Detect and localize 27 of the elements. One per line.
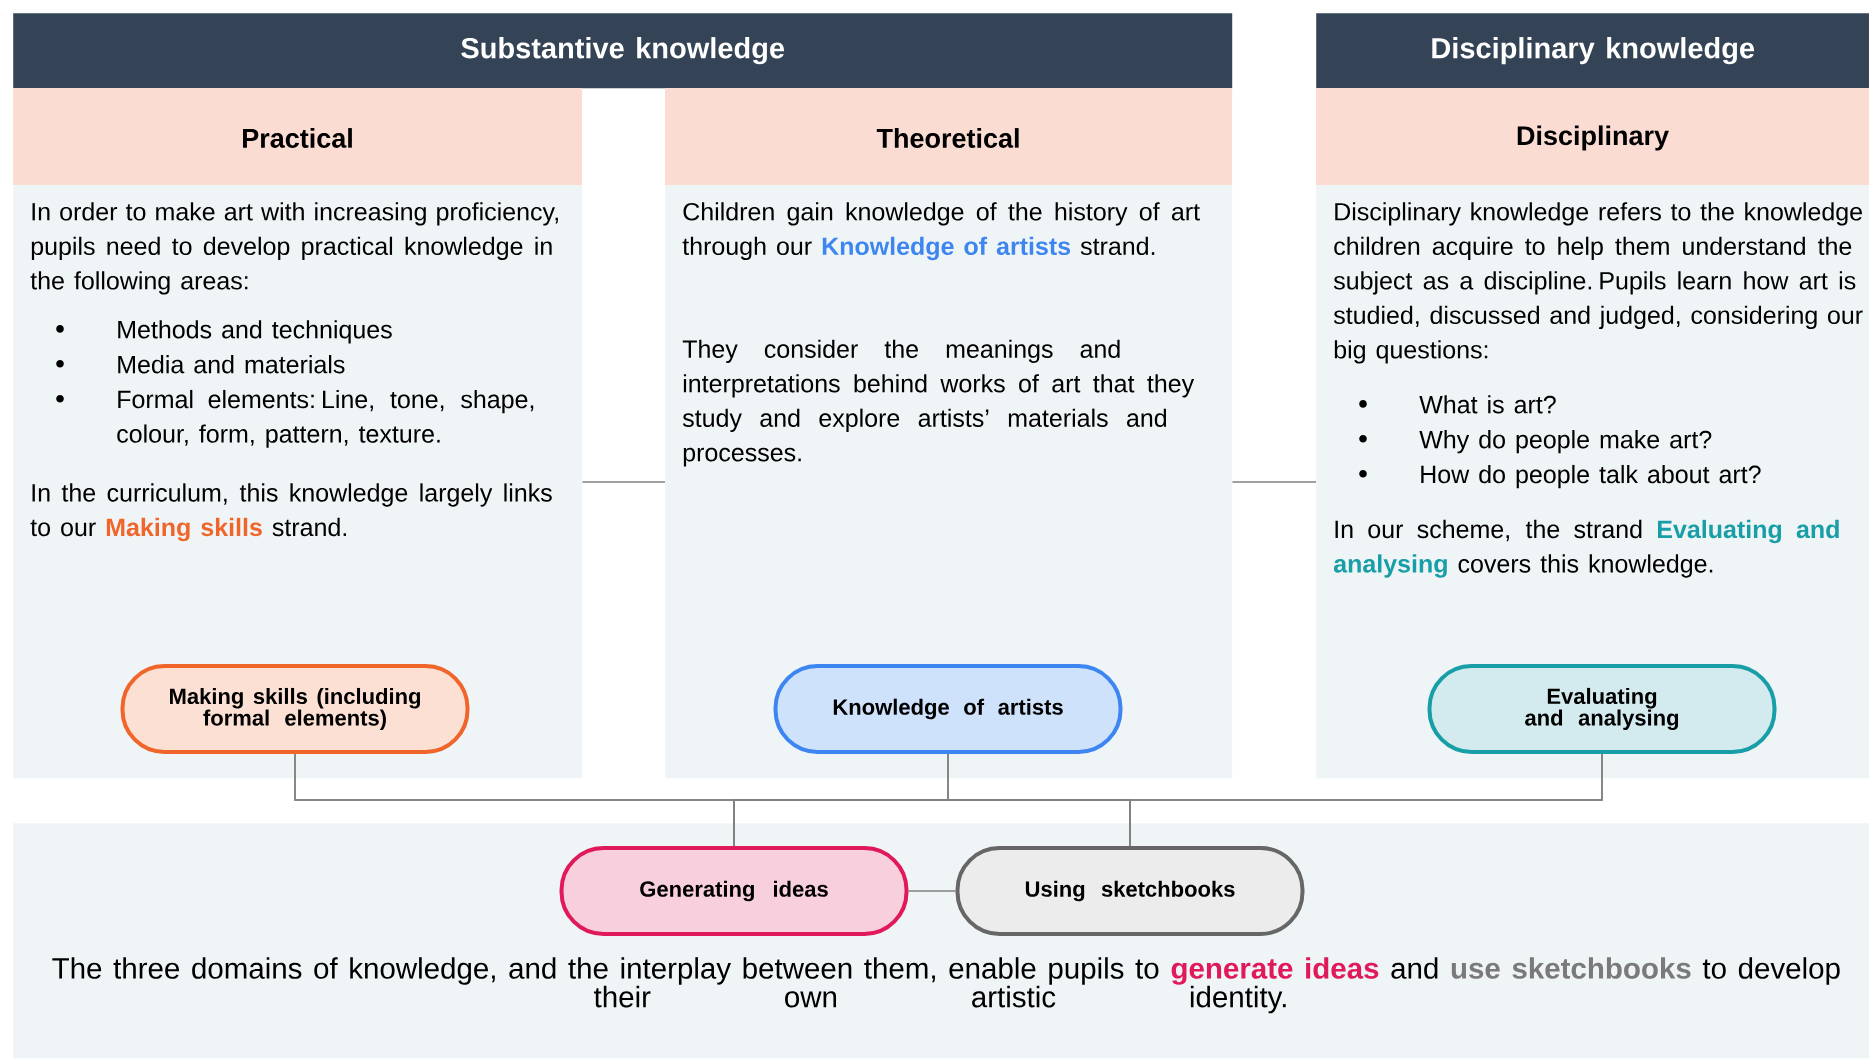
body-text: Children gain knowledge of the history of art through our Knowledge of artists strand. (682, 202, 1200, 261)
summary-text: The three domains of knowledge, and the interplay between them, enable pupils to generate ideas and use sketchbooks to develop their own artistic identity. (52, 957, 1840, 1014)
rounded-pill: Making skills (including formal elements) (120, 664, 470, 754)
column-heading: Theoretical (876, 128, 1019, 148)
column-heading: Practical (243, 128, 352, 148)
connector-line (907, 890, 957, 892)
column-heading: Disciplinary (1517, 125, 1669, 151)
rounded-pill: Knowledge of artists (773, 664, 1123, 754)
body-text: They consider the meanings and interpretations behind works of art that they study and explore artists’ materials and processes. (682, 339, 1195, 467)
bullet-item: Why do people make art? (1359, 430, 1712, 454)
connector-line (1129, 753, 1603, 847)
body-text: In the curriculum, this knowledge largely links to our Making skills strand. (30, 483, 552, 542)
header-band: Disciplinary knowledge (1316, 13, 1869, 89)
bullet-item: What is art? (1359, 395, 1556, 414)
rounded-pill: Generating ideas (559, 846, 909, 936)
bullet-item: How do people talk about art? (1359, 464, 1761, 489)
body-text: In our scheme, the strand Evaluating and analysing covers this knowledge. (1333, 519, 1839, 578)
bullet-item: Formal elements: Line, tone, shape, colour, form, pattern, texture. (56, 389, 534, 448)
bullet-item: Media and materials (56, 355, 345, 374)
connector-line (1231, 481, 1317, 483)
connector-line (581, 481, 666, 483)
bullet-item: Methods and techniques (56, 320, 392, 344)
header-band: Substantive knowledge (13, 13, 1233, 89)
body-text: Disciplinary knowledge refers to the knowledge children acquire to help them understand the subject as a discipline. Pupils learn how art is studied, discussed and judged, considering our big questions: (1333, 202, 1863, 364)
rounded-pill: Using sketchbooks (955, 846, 1305, 936)
body-text: In order to make art with increasing proficiency, pupils need to develop practical knowledge in the following areas: (30, 202, 558, 295)
rounded-pill: Evaluating and analysing (1427, 664, 1777, 754)
